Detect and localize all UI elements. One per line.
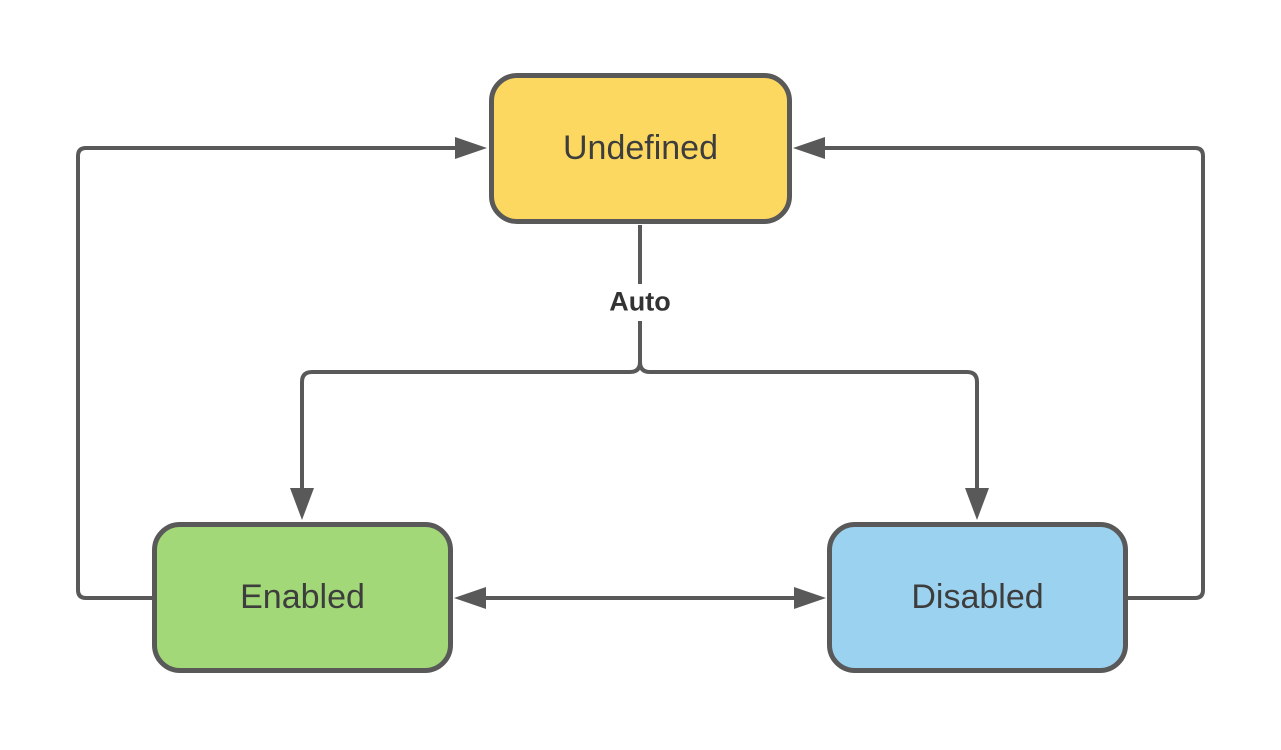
arrowhead-into-disabled-left [794,587,826,609]
node-undefined-label: Undefined [562,129,718,167]
node-disabled-label: Disabled [911,578,1044,616]
arrowhead-into-undefined-left [455,137,487,159]
edge-auto-left-branch [300,321,642,490]
edge-label-auto: Auto [605,286,675,318]
node-disabled: Disabled [827,522,1128,673]
arrowhead-into-enabled-right [454,587,486,609]
arrowhead-into-undefined-right [793,137,825,159]
edge-disabled-to-undefined-line [825,146,1205,600]
node-enabled: Enabled [152,522,453,673]
edge-enabled-to-undefined [76,137,487,600]
node-undefined: Undefined [489,73,792,224]
edge-auto-right-branch [638,361,979,490]
arrowhead-into-enabled-top [290,488,314,520]
edge-enabled-disabled-bidirectional [454,587,826,609]
edge-enabled-to-undefined-line [76,146,455,600]
node-enabled-label: Enabled [240,578,365,616]
edge-disabled-to-undefined [793,137,1205,600]
edge-undefined-auto-branch [290,225,989,520]
arrowhead-into-disabled-top [965,488,989,520]
